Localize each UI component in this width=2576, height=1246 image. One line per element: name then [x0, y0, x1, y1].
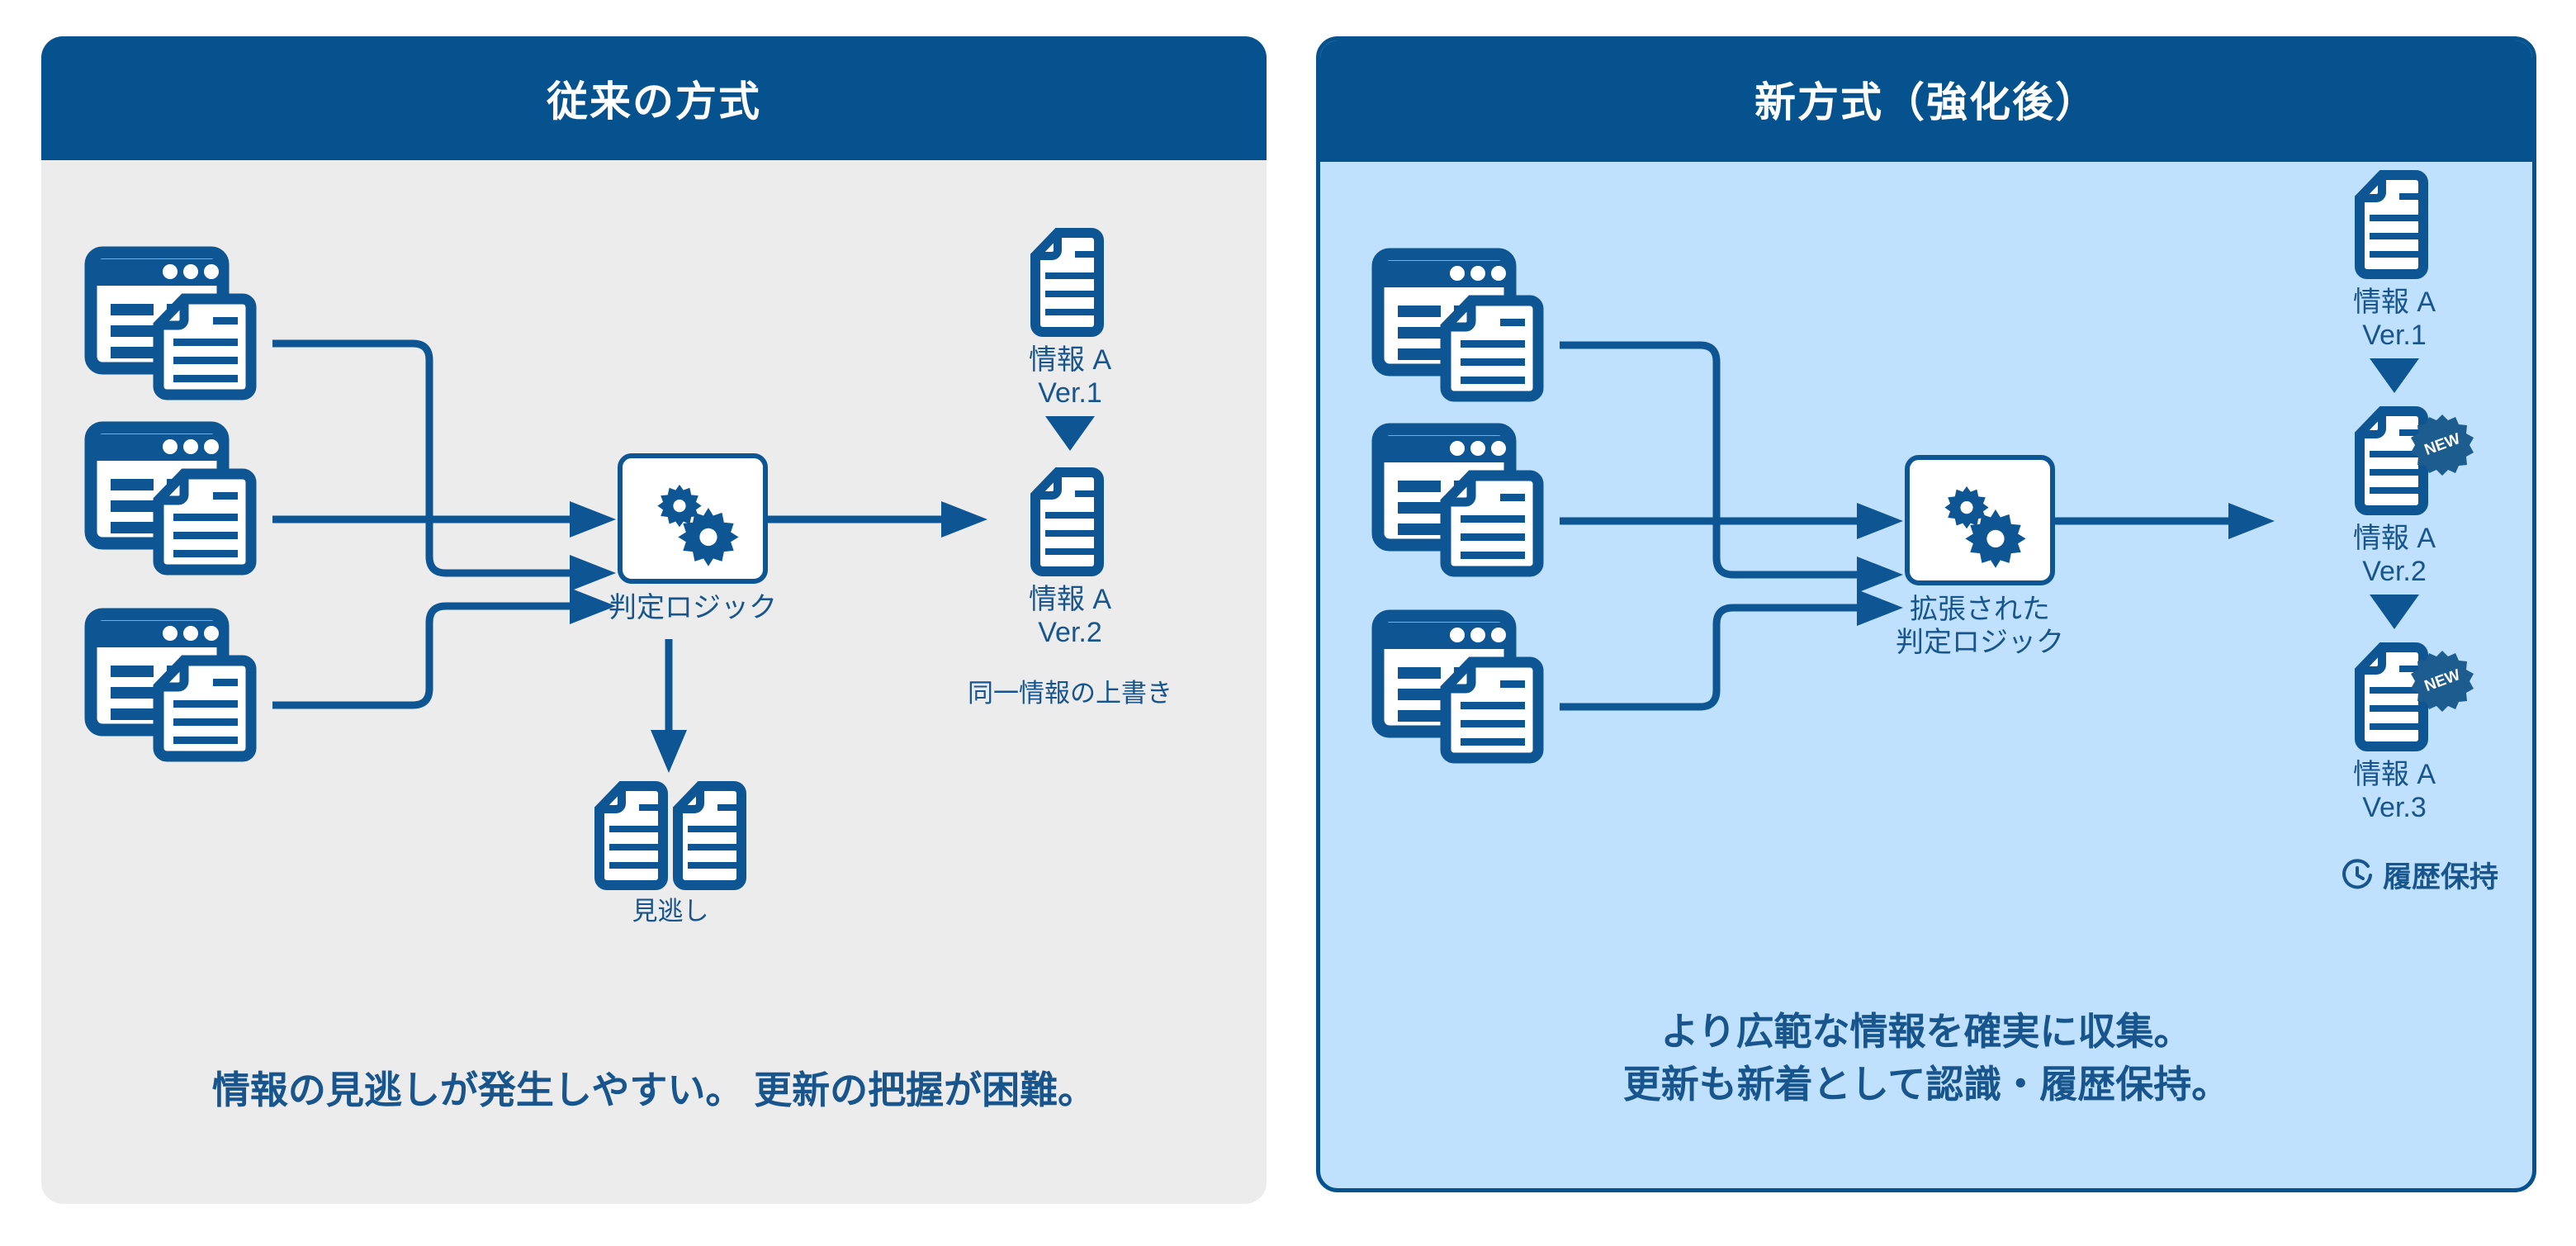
history-keep-label: 履歴保持 — [2382, 861, 2498, 893]
connector-layer-left — [272, 339, 987, 773]
output-doc-2-left-label: 情報 A Ver.2 — [1028, 584, 1112, 649]
source-window-3[interactable] — [84, 608, 277, 762]
panel-title-right: 新方式（強化後） — [1754, 79, 2098, 126]
browser-window-document-icon — [1371, 248, 1544, 402]
missed-documents — [594, 781, 746, 890]
logic-box-left[interactable] — [618, 453, 768, 584]
output-doc-1-left-label: 情報 A Ver.1 — [1028, 344, 1112, 410]
source-window-1[interactable] — [84, 246, 277, 400]
browser-window-document-icon — [1371, 609, 1544, 764]
new-badge-icon: NEW — [2411, 651, 2474, 712]
history-clock-icon — [2342, 858, 2372, 888]
output-doc-2-left[interactable] — [1030, 467, 1108, 576]
source-window-2[interactable] — [1371, 423, 1565, 577]
document-icon — [1030, 228, 1104, 337]
panel-header-left: 従来の方式 — [41, 36, 1267, 160]
connector-layer-right — [1560, 341, 2275, 711]
panel-body-right: 拡張された 判定ロジック 情報 A Ver.1 — [1320, 162, 2532, 1188]
panel-title-left: 従来の方式 — [547, 78, 761, 125]
browser-window-document-icon — [84, 421, 257, 576]
source-window-1[interactable] — [1371, 248, 1565, 402]
document-icon — [2355, 170, 2428, 279]
down-arrow-right-1 — [2370, 358, 2419, 393]
caption-left: 情報の見逃しが発生しやすい。 更新の把握が困難。 — [211, 1068, 1096, 1111]
logic-label-left: 判定ロジック — [608, 592, 777, 623]
overwrite-note: 同一情報の上書き — [968, 679, 1172, 708]
document-icon — [594, 781, 746, 890]
document-icon: NEW — [2355, 406, 2474, 515]
browser-window-document-icon — [84, 246, 257, 400]
caption-right-line1: より広範な情報を確実に収集。 — [1660, 1010, 2192, 1053]
down-arrow-right-2 — [2370, 595, 2419, 629]
logic-box-right[interactable] — [1905, 455, 2055, 585]
output-doc-3-right[interactable]: NEW — [2355, 642, 2488, 751]
gears-icon — [618, 453, 768, 584]
output-doc-1-left[interactable] — [1030, 228, 1108, 337]
source-window-3[interactable] — [1371, 609, 1565, 764]
document-icon — [1030, 467, 1104, 576]
gears-icon — [1905, 455, 2055, 585]
output-doc-1-right-label: 情報 A Ver.1 — [2352, 287, 2436, 352]
history-keep: 履歴保持 — [2295, 854, 2532, 896]
output-doc-2-right-label: 情報 A Ver.2 — [2352, 523, 2436, 588]
new-badge-icon: NEW — [2411, 415, 2474, 476]
panel-header-right: 新方式（強化後） — [1320, 40, 2532, 162]
down-arrow-left — [1045, 416, 1095, 451]
logic-label-right: 拡張された 判定ロジック — [1896, 594, 2064, 659]
missed-label: 見逃し — [632, 897, 709, 926]
browser-window-document-icon — [84, 608, 257, 762]
output-doc-2-right[interactable]: NEW — [2355, 406, 2488, 515]
document-icon: NEW — [2355, 642, 2474, 751]
panel-conventional-method: 従来の方式 — [41, 36, 1267, 1204]
panel-new-method: 新方式（強化後） — [1316, 36, 2536, 1192]
output-doc-1-right[interactable] — [2355, 170, 2432, 279]
browser-window-document-icon — [1371, 423, 1544, 577]
panel-body-left: 判定ロジック 見逃し — [41, 160, 1267, 1204]
caption-right-line2: 更新も新着として認識・履歴保持。 — [1622, 1063, 2230, 1106]
source-window-2[interactable] — [84, 421, 277, 576]
output-doc-3-right-label: 情報 A Ver.3 — [2352, 759, 2436, 824]
